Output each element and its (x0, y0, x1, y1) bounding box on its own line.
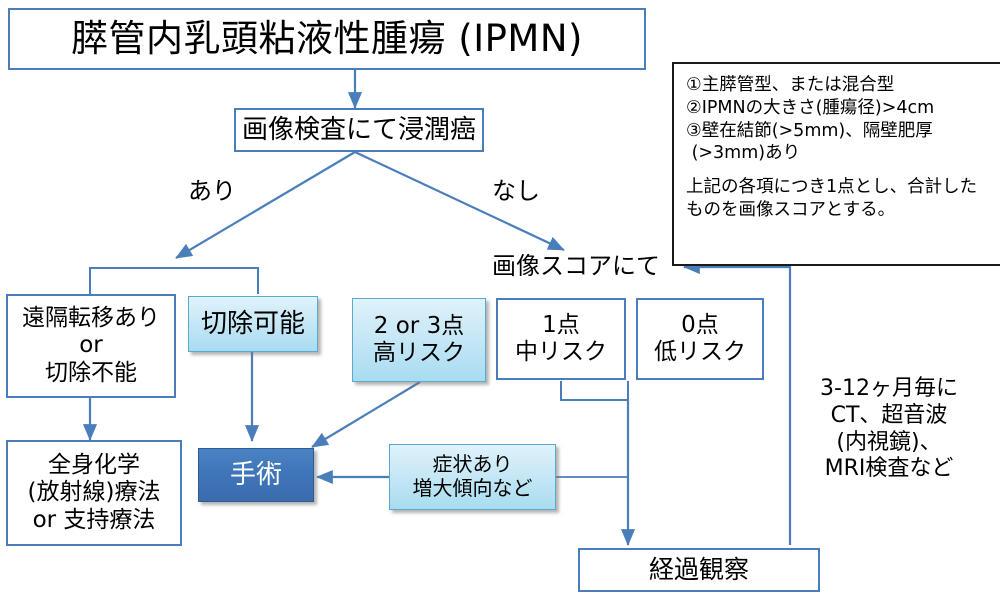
node-score-low: 0点 低リスク (636, 298, 764, 380)
node-imaging-invasive: 画像検査にて浸潤癌 (234, 108, 484, 152)
node-followup: 経過観察 (578, 548, 820, 592)
node-surgery: 手術 (198, 448, 314, 502)
legend-line-3: ③壁在結節(>5mm)、隔壁肥厚 (686, 120, 933, 141)
node-score-high: 2 or 3点 高リスク (352, 298, 486, 382)
label-branch-yes: あり (188, 177, 236, 205)
legend-imaging-score: ①主膵管型、または混合型 ②IPMNの大きさ(腫瘍径)>4cm ③壁在結節(>5… (672, 62, 1000, 266)
legend-line-5: 上記の各項につき1点とし、合計した (686, 177, 978, 197)
legend-line-1: ①主膵管型、または混合型 (686, 75, 895, 95)
label-surveillance-schedule: 3-12ヶ月毎に CT、超音波 (内視鏡)、 MRI検査など (820, 376, 958, 482)
node-chemotherapy: 全身化学 (放射線)療法 or 支持療法 (6, 440, 182, 546)
label-score-header: 画像スコアにて (492, 252, 660, 280)
label-branch-no: なし (492, 177, 540, 205)
edge-bracket-left (89, 267, 259, 294)
legend-line-2: ②IPMNの大きさ(腫瘍径)>4cm (686, 97, 935, 118)
edge-bracket-scores (560, 381, 629, 401)
edge-highrisk-to-surgery (311, 381, 421, 448)
legend-line-4: (>3mm)あり (686, 143, 801, 164)
legend-line-6: ものを画像スコアとする。 (686, 199, 896, 220)
node-symptoms: 症状あり 増大傾向など (389, 444, 556, 510)
node-title: 膵管内乳頭粘液性腫瘍 (IPMN) (8, 8, 646, 70)
node-score-mid: 1点 中リスク (496, 298, 626, 380)
node-distant-metastasis: 遠隔転移あり or 切除不能 (6, 294, 176, 398)
legend-spacer (686, 165, 1000, 176)
node-resectable: 切除可能 (188, 296, 318, 352)
